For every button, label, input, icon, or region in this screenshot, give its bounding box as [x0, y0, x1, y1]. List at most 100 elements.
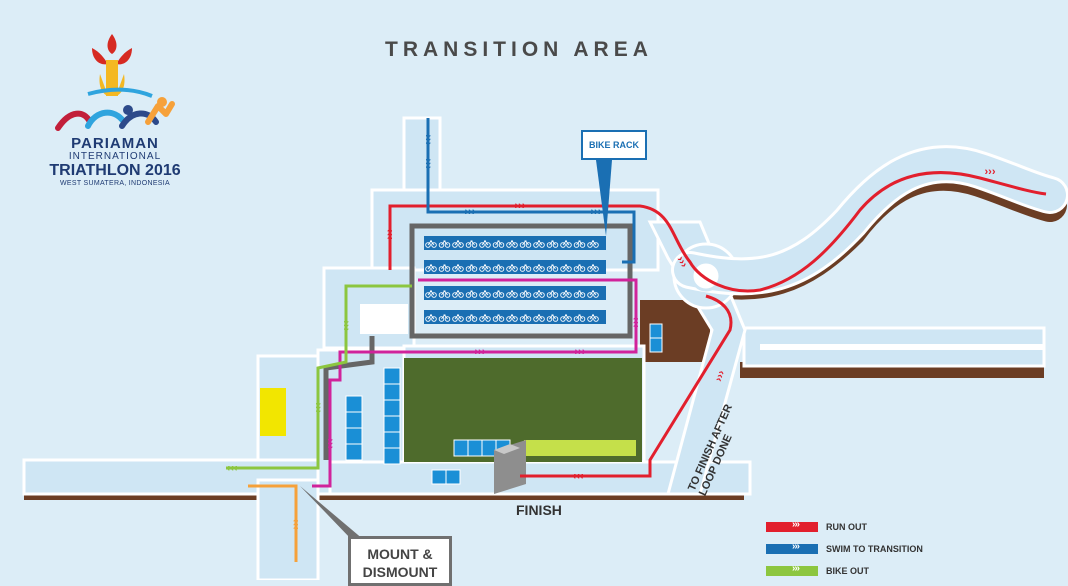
bicycle-icon: [452, 264, 464, 272]
bike-rack-pointer: [596, 160, 612, 236]
bicycle-icon: [438, 240, 451, 248]
bicycle-icon: [492, 240, 505, 248]
bicycle-icon: [506, 290, 518, 298]
chevron-right-icon: ›››: [985, 166, 996, 178]
legend-item-swim: ››› SWIM TO TRANSITION: [766, 538, 923, 560]
bicycle-icon: [425, 290, 437, 298]
bicycle-icon: [560, 314, 572, 322]
road-divider: [760, 344, 1044, 350]
bicycle-icon: [587, 290, 599, 298]
bicycle-icon: [465, 314, 478, 322]
bicycle-icon: [479, 240, 491, 248]
bicycle-icon: [573, 314, 586, 322]
bicycle-icon: [533, 314, 545, 322]
bicycle-icon: [465, 240, 478, 248]
bicycle-icon: [452, 240, 464, 248]
legend-swatch-run-out: ›››: [766, 519, 818, 532]
chevron-right-icon: ›››: [226, 462, 237, 474]
bicycle-icon: [465, 290, 478, 298]
bicycle-icon: [438, 314, 451, 322]
bicycle-icon: [425, 264, 437, 272]
chevron-right-icon: ›››: [324, 439, 336, 450]
legend-item-bike-out: ››› BIKE OUT: [766, 560, 923, 582]
bicycle-icon: [492, 264, 505, 272]
legend-swatch-bike-out: ›››: [766, 563, 818, 576]
logo-line-2: INTERNATIONAL: [68, 151, 162, 162]
bicycle-icon: [573, 264, 586, 272]
bicycle-icon: [546, 240, 559, 248]
blue-blocks: [345, 323, 663, 485]
bicycle-icon: [465, 264, 478, 272]
chevron-right-icon: ›››: [475, 346, 486, 358]
mount-dismount-label: MOUNT & DISMOUNT: [348, 536, 452, 586]
route-swim: [426, 118, 636, 264]
bicycle-icon: [546, 290, 559, 298]
legend: ››› RUN OUT ››› SWIM TO TRANSITION ››› B…: [766, 516, 923, 582]
bicycle-icon: [506, 240, 518, 248]
logo-text: PARIAMAN INTERNATIONAL TRIATHLON 2016 WE…: [40, 136, 190, 189]
mount-line-2: DISMOUNT: [362, 564, 438, 580]
light-green-bar: [524, 440, 636, 456]
bicycle-icon: [587, 314, 599, 322]
chevron-right-icon: ›››: [422, 135, 434, 146]
bicycle-icon: [438, 264, 451, 272]
bicycle-icon: [546, 314, 559, 322]
route-mount: [248, 484, 298, 562]
event-logo-graphic: [55, 34, 175, 131]
bicycle-icon: [546, 264, 559, 272]
finish-label: FINISH: [516, 502, 562, 518]
mount-pointer: [300, 486, 364, 540]
chevron-right-icon: ›››: [515, 200, 526, 212]
bicycle-icon: [438, 290, 451, 298]
bicycle-icon: [519, 290, 532, 298]
bicycle-icon: [492, 314, 505, 322]
bicycle-icon: [425, 314, 437, 322]
bike-racks: [424, 236, 606, 324]
legend-label-run-out: RUN OUT: [826, 522, 867, 532]
bicycle-icon: [479, 290, 491, 298]
chevron-right-icon: ›››: [575, 346, 586, 358]
bicycle-icon: [452, 290, 464, 298]
bicycle-icon: [560, 264, 572, 272]
legend-label-bike-out: BIKE OUT: [826, 566, 870, 576]
bike-rack-label: BIKE RACK: [581, 130, 647, 160]
roundabout-island: [690, 260, 722, 292]
yellow-box: [260, 388, 286, 436]
legend-swatch-swim: ›››: [766, 541, 818, 554]
bicycle-icon: [587, 264, 599, 272]
chevron-right-icon: ›››: [591, 206, 602, 218]
finish-arch-top: [494, 444, 520, 454]
bicycle-icon: [573, 290, 586, 298]
bicycle-icon: [519, 240, 532, 248]
chevron-right-icon: ›››: [340, 321, 352, 332]
chevron-right-icon: ›››: [290, 518, 302, 529]
event-logo: PARIAMAN INTERNATIONAL TRIATHLON 2016 WE…: [40, 30, 190, 190]
logo-line-1: PARIAMAN: [71, 135, 159, 152]
route-chevrons: ››› ››› ››› ››› ››› ››› ››› ››› ››› ››› ››› ››› ››› ›…: [226, 135, 996, 530]
logo-line-3: TRIATHLON 2016: [49, 162, 181, 179]
bicycle-icon: [533, 240, 545, 248]
chevron-right-icon: ›››: [572, 470, 583, 482]
legend-item-run-out: ››› RUN OUT: [766, 516, 923, 538]
bicycle-icon: [506, 264, 518, 272]
bicycle-icon: [479, 314, 491, 322]
bicycle-icon: [506, 314, 518, 322]
finish-arch: [494, 440, 526, 494]
mount-line-1: MOUNT &: [367, 546, 433, 562]
bicycle-icon: [587, 240, 599, 248]
route-bike-in: [312, 278, 638, 488]
bicycle-icon: [519, 264, 532, 272]
bicycle-icon: [452, 314, 464, 322]
chevron-right-icon: ›››: [792, 541, 800, 552]
chevron-right-icon: ›››: [384, 228, 396, 239]
page-title: TRANSITION AREA: [385, 38, 653, 61]
bicycle-icon: [573, 240, 586, 248]
bicycle-icon: [560, 240, 572, 248]
chevron-right-icon: ›››: [312, 403, 324, 414]
bicycle-icon: [533, 290, 545, 298]
chevron-right-icon: ›››: [792, 563, 800, 574]
bicycle-icon: [560, 290, 572, 298]
bicycle-icon: [492, 290, 505, 298]
